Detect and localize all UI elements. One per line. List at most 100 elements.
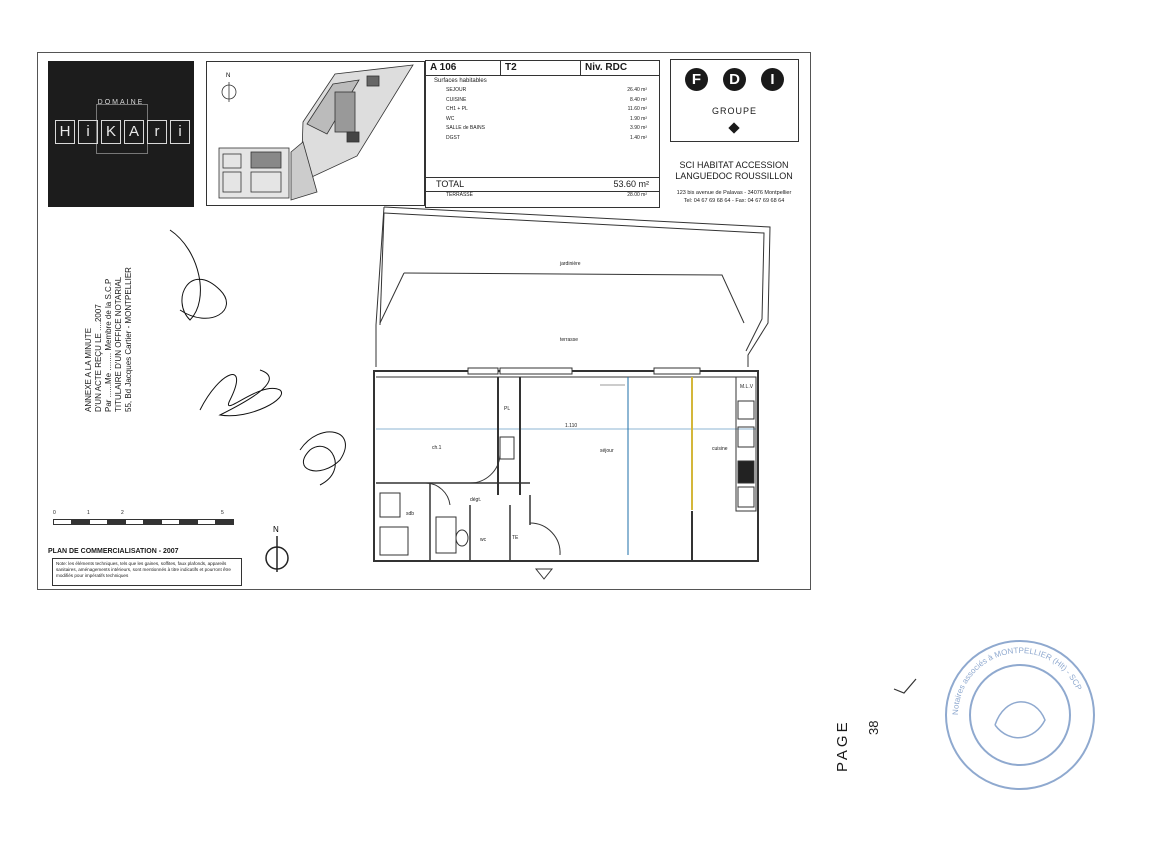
- label-cuisine: cuisine: [712, 446, 728, 452]
- checkmark-icon: [893, 678, 917, 694]
- surface-value: 8.40 m²: [630, 96, 647, 103]
- floor-plan: jardinière terrasse ch.1 séjour cuisine …: [373, 206, 771, 580]
- table-header: A 106 T2 Niv. RDC: [426, 61, 659, 76]
- scale-segment: [71, 519, 90, 525]
- label-mlv: M.L.V: [740, 384, 754, 390]
- page-label: PAGE: [834, 719, 851, 772]
- logo-letter: H: [55, 120, 75, 144]
- label-sdb: sdb: [406, 511, 414, 517]
- terrace-row: TERRASSE 28.00 m²: [426, 192, 659, 198]
- signature-3: [299, 431, 346, 486]
- logo-letter: K: [101, 120, 121, 144]
- hikari-logo: [48, 61, 194, 207]
- scale-segment: [107, 519, 126, 525]
- surface-row: SEJOUR 26.40 m²: [426, 86, 659, 96]
- scale-label: 5: [221, 510, 224, 516]
- logo-small-text: DOMAINE: [97, 99, 145, 106]
- surface-value: 1.90 m²: [630, 115, 647, 122]
- scale-segment: [143, 519, 162, 525]
- fdi-letter: I: [761, 68, 784, 91]
- signature-2: [199, 369, 283, 417]
- total-label: TOTAL: [436, 179, 465, 189]
- logo-letter: r: [147, 120, 167, 144]
- technical-note: Note: les éléments techniques, tels que …: [52, 558, 242, 586]
- total-row: TOTAL 53.60 m²: [426, 177, 659, 192]
- surface-list: SEJOUR 26.40 m² CUISINE 8.40 m² CH1 + PL 11…: [426, 86, 659, 144]
- company-name-line2: LANGUEDOC ROUSSILLON: [675, 171, 793, 181]
- north-label: N: [273, 525, 279, 534]
- surface-label: CH1 + PL: [446, 106, 468, 113]
- plan-title: PLAN DE COMMERCIALISATION - 2007: [48, 548, 179, 555]
- label-terrasse: terrasse: [560, 337, 578, 343]
- surface-label: SALLE de BAINS: [446, 125, 485, 132]
- signatures: [169, 229, 346, 486]
- annotation-line: D'UN ACTE REÇU LE ....2007: [94, 304, 103, 412]
- scale-segment: [89, 519, 108, 525]
- site-plan-drawing: N: [218, 64, 414, 201]
- scale-segment: [161, 519, 180, 525]
- scale-segment: [197, 519, 216, 525]
- scale-segment: [179, 519, 198, 525]
- surface-row: CH1 + PL 11.60 m²: [426, 105, 659, 115]
- annotation-line: Par ......Me ........ Membre de la S.C.P: [104, 278, 113, 412]
- surface-value: 1.40 m²: [630, 134, 647, 141]
- surfaces-title: Surfaces habitables: [434, 78, 487, 84]
- apartment-type: T2: [501, 61, 581, 75]
- label-sejour: séjour: [600, 448, 614, 454]
- logo-letter: i: [78, 120, 98, 144]
- fdi-groupe: GROUPE: [711, 106, 757, 116]
- fdi-logo: F D I GROUPE: [670, 59, 799, 142]
- company-address: 123 bis avenue de Palavas - 34076 Montpe…: [660, 189, 808, 205]
- label-wc: wc: [480, 537, 487, 543]
- fdi-letter: D: [723, 68, 746, 91]
- company-name-line1: SCI HABITAT ACCESSION: [679, 160, 789, 170]
- surface-label: CUISINE: [446, 96, 467, 103]
- lot-number: A 106: [426, 61, 501, 75]
- site-plan-box: N: [206, 61, 425, 206]
- terrace-value: 28.00 m²: [627, 192, 647, 198]
- scale-bar: 0 1 2 5: [53, 510, 234, 525]
- address-line: 123 bis avenue de Palavas - 34076 Montpe…: [676, 190, 792, 196]
- surface-row: DGST 1.40 m²: [426, 134, 659, 144]
- label-dimension: 1.110: [565, 423, 577, 429]
- fdi-letter: F: [685, 68, 708, 91]
- surface-row: WC 1.90 m²: [426, 115, 659, 125]
- surface-value: 26.40 m²: [627, 87, 647, 93]
- label-placard: PL: [504, 406, 510, 412]
- scale-label: 0: [53, 510, 56, 516]
- scale-segment: [125, 519, 144, 525]
- surface-label: DGST: [446, 134, 460, 141]
- site-plan-north-label: N: [226, 73, 230, 79]
- scale-label: 1: [87, 510, 90, 516]
- north-arrow-icon: N: [265, 525, 289, 572]
- surface-row: CUISINE 8.40 m²: [426, 96, 659, 106]
- page-number: 38: [866, 720, 881, 735]
- surface-value: 11.60 m²: [627, 106, 647, 113]
- scale-segment: [53, 519, 72, 525]
- notary-stamp: Notaires associés à MONTPELLIER (Hlt) - …: [945, 640, 1095, 790]
- company-name: SCI HABITAT ACCESSION LANGUEDOC ROUSSILL…: [660, 160, 808, 182]
- label-jardiniere: jardinière: [559, 261, 581, 267]
- label-chambre: ch.1: [432, 445, 442, 451]
- annotation-line: ANNEXE A LA MINUTE: [84, 327, 93, 412]
- logo-letter: A: [124, 120, 144, 144]
- total-value: 53.60 m²: [613, 179, 649, 189]
- surface-label: WC: [446, 115, 455, 122]
- scale-segment: [215, 519, 234, 525]
- annotation-line: 55, Bd Jacques Cartier - MONTPELLIER: [124, 267, 133, 412]
- surface-table: A 106 T2 Niv. RDC Surfaces habitables SE…: [425, 60, 660, 208]
- logo-letters: H i K A r i: [55, 120, 190, 144]
- surface-row: SALLE de BAINS 3.90 m²: [426, 124, 659, 134]
- terrace-label: TERRASSE: [446, 192, 473, 198]
- surface-value: 3.90 m²: [630, 125, 647, 132]
- signature-1: [169, 229, 227, 321]
- diamond-icon: [728, 122, 740, 134]
- label-te: TE: [512, 535, 519, 541]
- scale-label: 2: [121, 510, 124, 516]
- phone-line: Tel: 04 67 69 68 64 - Fax: 04 67 69 68 6…: [683, 198, 785, 204]
- label-degagement: dégt.: [470, 497, 481, 503]
- terrace-outline: [383, 206, 771, 367]
- surface-label: SEJOUR: [446, 87, 467, 93]
- logo-letter: i: [170, 120, 190, 144]
